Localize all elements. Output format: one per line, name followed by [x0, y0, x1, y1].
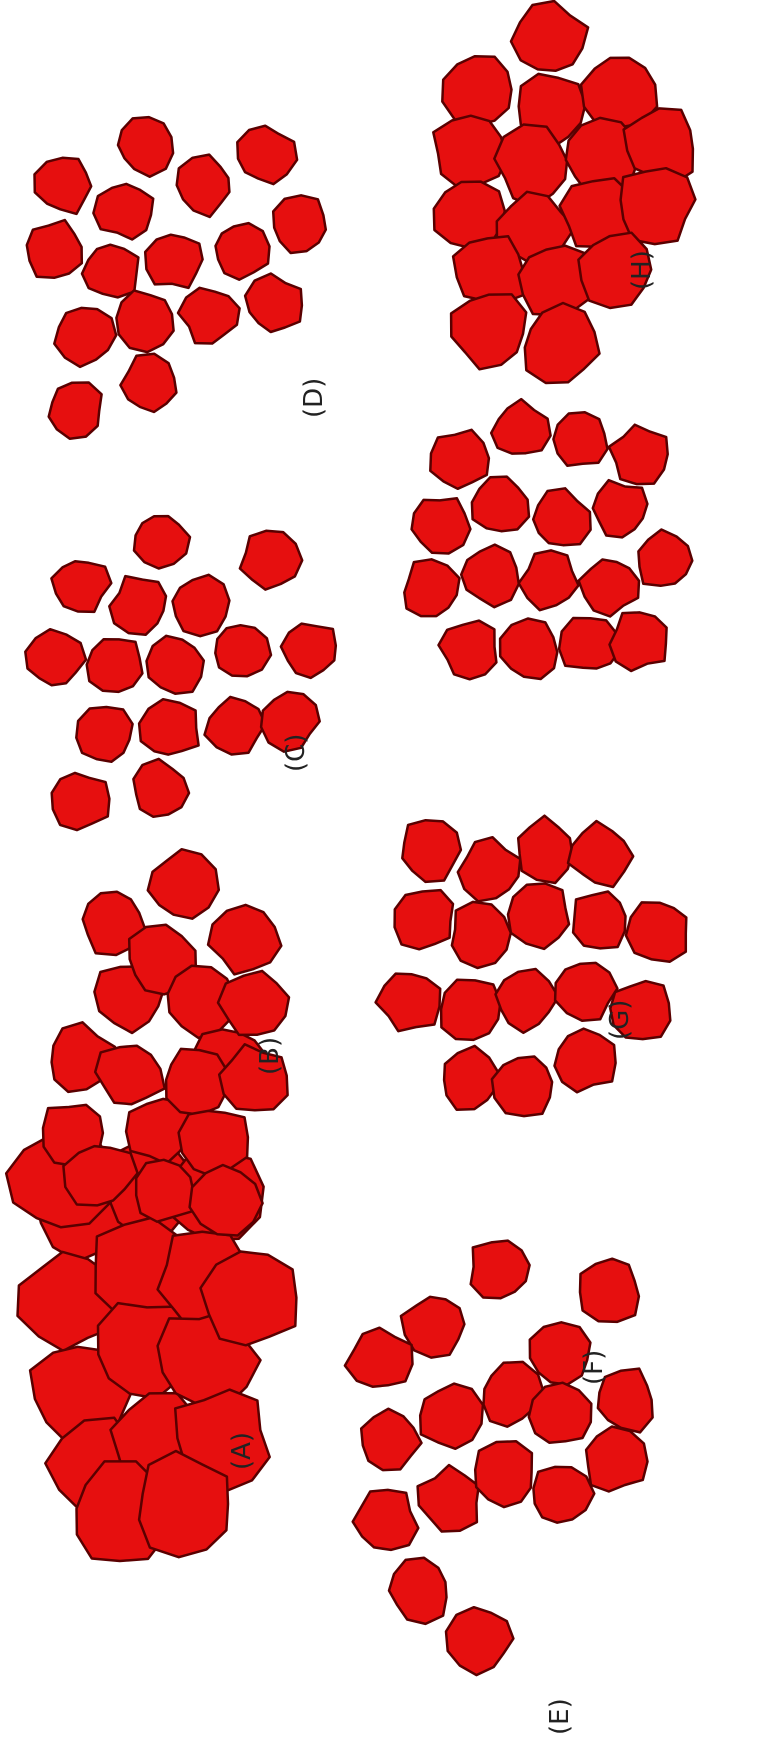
panel-label-D: (D) [299, 378, 329, 418]
cell-C-11 [76, 707, 132, 762]
panel-label-C: (C) [281, 734, 311, 772]
cell-G-3 [553, 412, 607, 466]
cell-B-13 [166, 1049, 227, 1115]
cell-D-8 [145, 235, 202, 288]
cell-F-5 [395, 890, 453, 949]
panel-label-B: (B) [255, 1037, 285, 1075]
panel-label-F: (F) [579, 1350, 609, 1385]
cell-C-7 [87, 639, 143, 692]
cell-H-13 [453, 236, 523, 303]
cell-D-12 [116, 290, 173, 352]
cell-E-5 [580, 1259, 639, 1322]
panel-label-G: (G) [605, 1000, 635, 1040]
cell-D-15 [49, 383, 102, 439]
panel-label-A: (A) [227, 1432, 257, 1470]
cell-F-9 [626, 902, 686, 961]
cell-D-10 [273, 195, 326, 253]
cell-F-11 [441, 980, 500, 1040]
cell-F-8 [573, 892, 625, 949]
panel-label-E: (E) [545, 1698, 575, 1735]
panel-label-H: (H) [627, 250, 657, 290]
